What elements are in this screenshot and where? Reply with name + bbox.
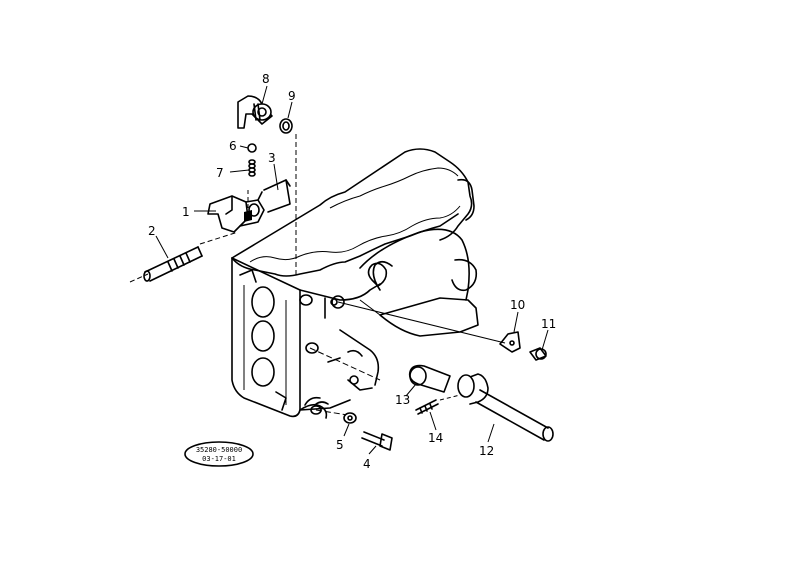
callout-11: 11	[541, 317, 556, 331]
lock-plate	[499, 331, 521, 353]
drawing-number: 35280-50000	[196, 446, 242, 454]
detent-spring	[248, 159, 256, 177]
bracket-plate	[263, 179, 291, 213]
shift-fork	[207, 191, 265, 233]
shift-lever	[457, 373, 554, 442]
drawing-number-tag: 35280-50000 03-17-01	[184, 441, 254, 467]
callout-1: 1	[182, 205, 190, 219]
set-screw	[415, 399, 439, 415]
alignment-lines	[129, 134, 506, 417]
callout-2: 2	[148, 224, 156, 238]
shift-rod	[143, 246, 203, 282]
shift-arm	[408, 364, 451, 393]
callout-13: 13	[395, 393, 410, 407]
callout-4: 4	[363, 457, 371, 471]
callout-5: 5	[336, 438, 344, 452]
callout-9: 9	[288, 89, 296, 103]
plug-assembly	[237, 95, 273, 129]
transmission-housing	[231, 148, 479, 419]
lock-bolt	[529, 347, 547, 361]
callouts: 1 2 3 4 5 6 7 8 9 10 11 12 13 14	[148, 72, 556, 471]
callout-7: 7	[216, 166, 224, 180]
callout-10: 10	[510, 298, 525, 312]
callout-12: 12	[479, 444, 494, 458]
callout-6: 6	[229, 139, 237, 153]
washer	[343, 412, 357, 424]
mount-bolt	[361, 431, 393, 451]
callout-3: 3	[268, 151, 276, 165]
o-ring-seal	[279, 118, 293, 134]
callout-14: 14	[428, 431, 443, 445]
leader-lines	[155, 85, 549, 455]
ball-and-spring	[247, 143, 257, 177]
drawing-date: 03-17-01	[202, 455, 236, 463]
callout-8: 8	[262, 72, 270, 86]
detent-ball	[247, 143, 257, 153]
